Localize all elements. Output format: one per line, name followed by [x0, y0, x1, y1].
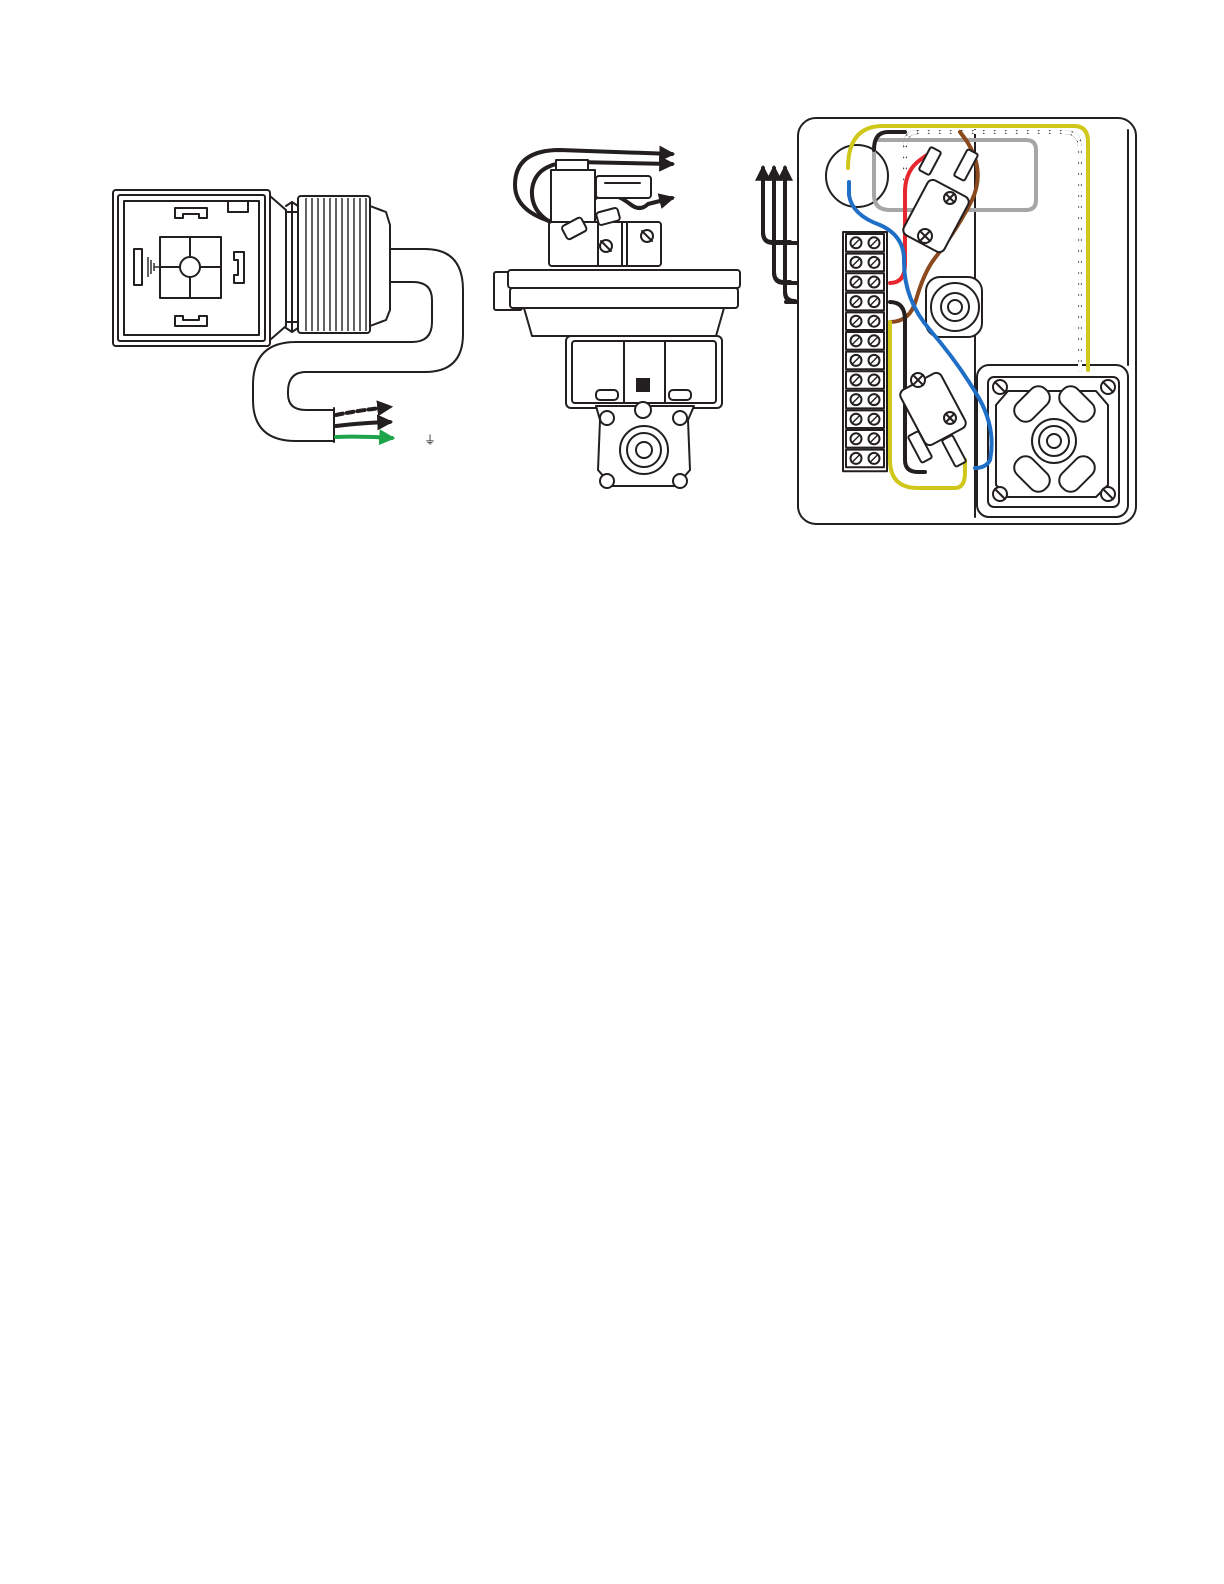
terminal-position [846, 234, 884, 252]
terminal-position [846, 352, 884, 370]
terminal-position [846, 312, 884, 330]
terminal-position [846, 430, 884, 448]
terminal-position [846, 254, 884, 272]
connector-thread [286, 202, 298, 332]
port-flange [988, 377, 1119, 507]
terminal-position [846, 450, 884, 468]
terminal-position [846, 371, 884, 389]
ground-label: ⏚ [424, 433, 436, 447]
pressure-switch-panel [494, 150, 740, 488]
terminal-box-panel [763, 118, 1136, 524]
terminal-position [846, 391, 884, 409]
terminal-position [846, 293, 884, 311]
terminal-position [846, 410, 884, 428]
terminal-position [846, 332, 884, 350]
connector-panel: ⏚ [113, 190, 463, 447]
terminal-strip [843, 232, 887, 471]
round-fitting [926, 277, 982, 337]
terminal-position [846, 273, 884, 291]
